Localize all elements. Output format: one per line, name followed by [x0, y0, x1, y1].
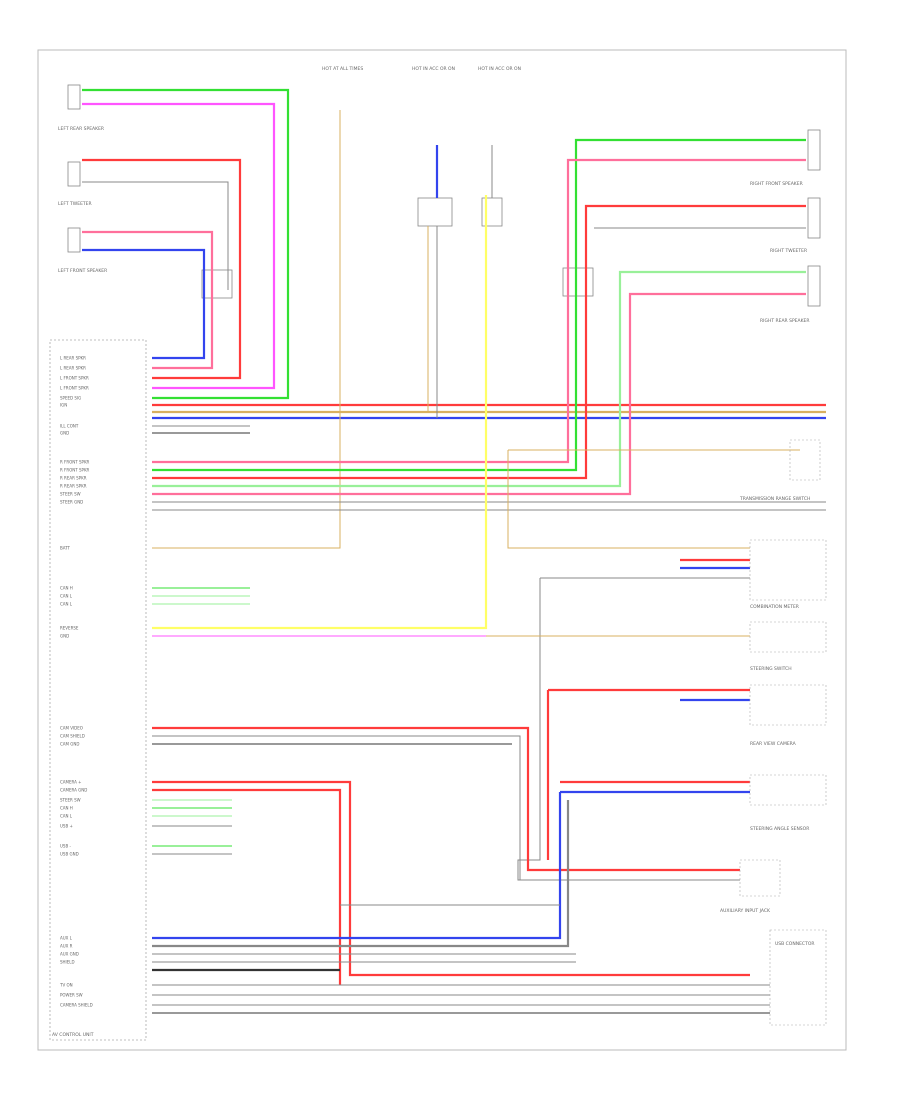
unit-pin-label: R REAR SPKR — [60, 476, 87, 481]
wire-red-left-tweeter — [82, 158, 242, 380]
unit-pin-label: SHIELD — [60, 960, 75, 965]
right-tweeter: RIGHT TWEETER — [770, 197, 821, 254]
left-rear-speaker-label: LEFT REAR SPEAKER — [58, 126, 104, 132]
usb-connector-label: USB CONNECTOR — [775, 941, 815, 947]
wire-cam-shield — [152, 735, 521, 880]
av-control-unit-box — [49, 339, 147, 1041]
wire-camera-gnd — [152, 788, 342, 985]
unit-pin-label: CAM VIDEO — [60, 726, 83, 731]
wire-reverse-yel — [152, 195, 488, 630]
wire-pink-right-rear — [152, 292, 806, 496]
relay-box-1 — [417, 197, 453, 227]
combination-meter-box — [749, 539, 827, 601]
aux-input-jack-box — [739, 859, 781, 897]
wire-pink-right-front — [152, 158, 806, 464]
unit-pin-label: L FRONT SPKR — [60, 386, 89, 391]
top-source-3: HOT IN ACC OR ON — [478, 66, 521, 72]
steering-switch-label: STEERING SWITCH — [750, 666, 792, 672]
steering-angle-sensor-box — [749, 774, 827, 806]
unit-pin-label: R FRONT SPKR — [60, 468, 90, 473]
right-rear-speaker: RIGHT REAR SPEAKER — [760, 265, 821, 324]
transmission-range-switch-box — [789, 439, 821, 481]
left-front-speaker-label: LEFT FRONT SPEAKER — [58, 268, 107, 274]
unit-pin-label: USB + — [60, 824, 73, 829]
relay-box-3 — [201, 269, 233, 299]
combination-meter-label: COMBINATION METER — [750, 604, 799, 610]
unit-pin-label: CAN H — [60, 806, 73, 811]
left-tweeter: LEFT TWEETER — [58, 161, 92, 207]
unit-pin-label: CAMERA SHIELD — [60, 1003, 93, 1008]
rear-view-camera-box — [749, 684, 827, 726]
steering-switch-box — [749, 621, 827, 653]
unit-pin-label: BATT — [60, 546, 71, 551]
wire-gry-aux — [517, 578, 740, 881]
usb-connector-box — [769, 929, 827, 1026]
top-source-1: HOT AT ALL TIMES — [322, 66, 363, 72]
unit-pin-labels: L REAR SPKR L REAR SPKR L FRONT SPKR L FRON… — [59, 356, 93, 1008]
wire-usb-blue — [152, 792, 562, 940]
av-control-unit-label: AV CONTROL UNIT — [52, 1032, 94, 1038]
right-rear-speaker-label: RIGHT REAR SPEAKER — [760, 318, 810, 324]
wire-ltgrn-right-rear — [152, 270, 806, 488]
left-tweeter-label: LEFT TWEETER — [58, 201, 92, 207]
wire-gry-left-tweeter — [82, 181, 229, 290]
unit-pin-label: R FRONT SPKR — [60, 460, 90, 465]
wire-batt — [152, 110, 341, 549]
aux-input-jack-label: AUXILIARY INPUT JACK — [720, 908, 771, 914]
wire-cam-video — [152, 726, 740, 872]
unit-pin-label: STEER SW — [60, 798, 81, 803]
unit-pin-label: CAN L — [60, 602, 73, 607]
unit-pin-label: CAMERA + — [60, 780, 81, 785]
wire-pink-left-front — [82, 230, 214, 370]
unit-pin-label: REVERSE — [60, 626, 79, 631]
wire-camera-plus — [152, 780, 750, 977]
unit-pin-label: CAMERA GND — [60, 788, 87, 793]
unit-pin-label: STEER GND — [60, 500, 83, 505]
unit-pin-label: AUX GND — [60, 952, 79, 957]
unit-pin-label: CAN L — [60, 814, 73, 819]
unit-pin-label: AUX L — [60, 936, 73, 941]
unit-pin-label: L REAR SPKR — [60, 366, 86, 371]
wire-blu-left-front — [82, 248, 206, 360]
unit-pin-label: TV ON — [59, 983, 73, 988]
wire-pink-left-rear — [82, 102, 276, 390]
unit-pin-label: CAM SHIELD — [60, 734, 85, 739]
relay-box-4 — [562, 267, 594, 297]
right-front-speaker-label: RIGHT FRONT SPEAKER — [750, 181, 803, 187]
unit-pin-label: POWER SW — [60, 993, 83, 998]
unit-pin-label: STEER SW — [60, 492, 81, 497]
wire-grn-right-front — [152, 138, 806, 472]
unit-pin-label: USB - — [60, 844, 71, 849]
right-tweeter-label: RIGHT TWEETER — [770, 248, 807, 254]
unit-pin-label: GND — [60, 634, 69, 639]
transmission-range-switch-label: TRANSMISSION RANGE SWITCH — [739, 496, 810, 502]
unit-pin-label: L REAR SPKR — [60, 356, 86, 361]
unit-pin-label: L FRONT SPKR — [60, 376, 89, 381]
wire-tan-meter — [507, 450, 750, 549]
unit-pin-label: AUX R — [60, 944, 73, 949]
left-front-speaker: LEFT FRONT SPEAKER — [58, 227, 107, 274]
unit-pin-label: GND — [60, 431, 69, 436]
unit-pin-label: CAN L — [60, 594, 73, 599]
unit-pin-label: SPEED SIG — [60, 396, 81, 401]
diagram-frame — [37, 49, 847, 1051]
unit-pin-label: CAM GND — [60, 742, 79, 747]
left-rear-speaker: LEFT REAR SPEAKER — [58, 84, 104, 132]
wire-usb-gray — [152, 800, 570, 948]
top-source-2: HOT IN ACC OR ON — [412, 66, 455, 72]
unit-pin-label: R REAR SPKR — [60, 484, 87, 489]
unit-pin-label: USB GND — [60, 852, 79, 857]
steering-angle-sensor-label: STEERING ANGLE SENSOR — [750, 826, 809, 832]
wire-lt-grn-left-rear — [82, 88, 290, 400]
unit-pin-label: IGN — [60, 403, 67, 408]
unit-pin-label: CAN H — [60, 586, 73, 591]
wire-red-right-tweeter — [152, 204, 806, 480]
unit-pin-label: ILL CONT — [60, 424, 79, 429]
right-front-speaker: RIGHT FRONT SPEAKER — [750, 129, 821, 187]
rear-view-camera-label: REAR VIEW CAMERA — [750, 741, 797, 747]
